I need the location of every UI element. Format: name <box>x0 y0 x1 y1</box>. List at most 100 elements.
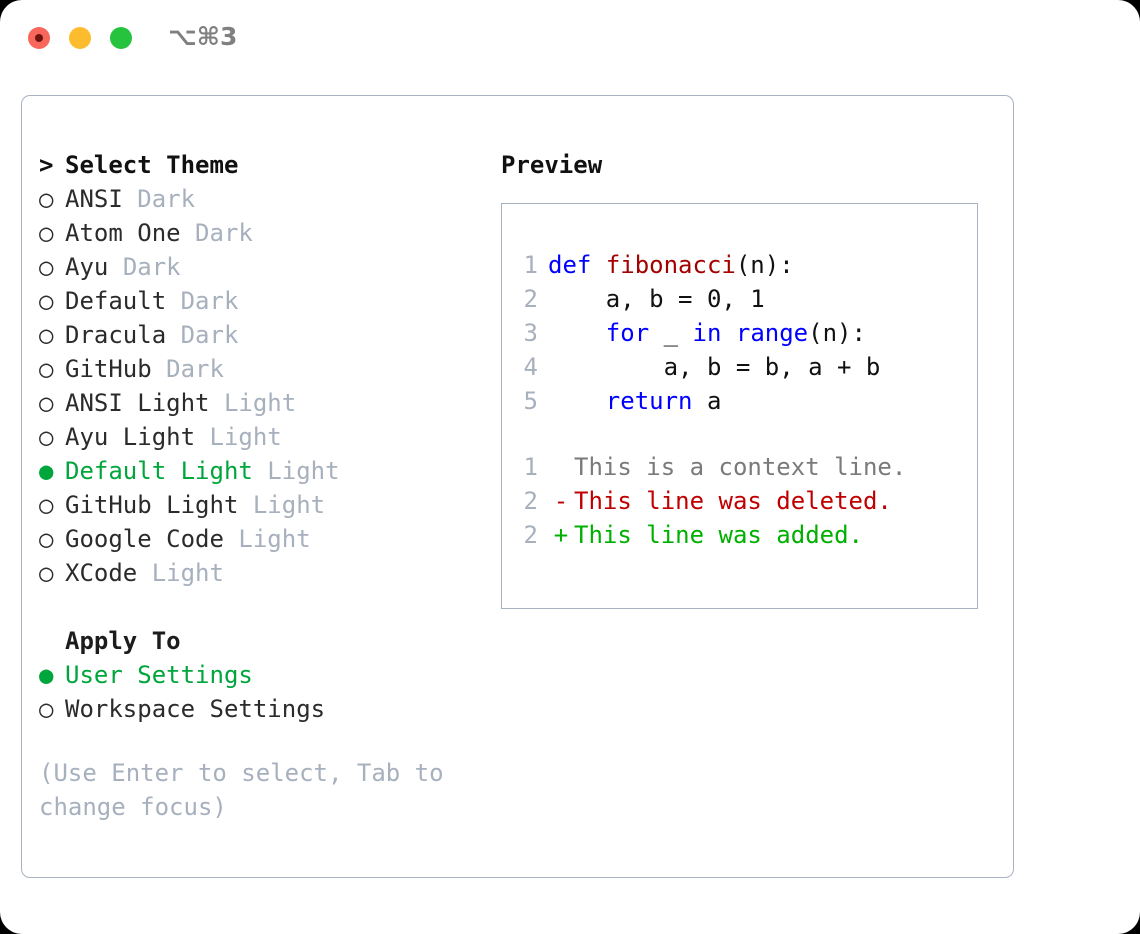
theme-name: GitHub <box>65 355 152 383</box>
radio-unselected-icon[interactable]: ○ <box>39 491 54 519</box>
diff-line-content: -This line was deleted. <box>538 484 892 518</box>
diff-line-text: This is a context line. <box>574 453 907 481</box>
radio-unselected-icon[interactable]: ○ <box>39 525 54 553</box>
line-number: 5 <box>523 387 538 415</box>
diff-line: 2-This line was deleted. <box>516 484 971 518</box>
theme-list-header: > Select Theme <box>39 148 479 182</box>
theme-list-item[interactable]: ○Ayu Light Light <box>39 420 479 454</box>
code-token-plain: (n): <box>735 251 794 279</box>
radio-unselected-icon[interactable]: ○ <box>39 253 54 281</box>
minimize-button[interactable] <box>69 27 91 49</box>
radio-unselected-icon[interactable]: ○ <box>39 423 54 451</box>
theme-category-label: Light <box>238 525 311 553</box>
code-line: 5 return a <box>516 384 971 418</box>
radio-unselected-icon[interactable]: ○ <box>39 219 54 247</box>
code-token-plain <box>721 319 735 347</box>
maximize-button[interactable] <box>110 27 132 49</box>
theme-name: Atom One <box>65 219 181 247</box>
code-line-text: return a <box>538 384 722 418</box>
code-line: 2 a, b = 0, 1 <box>516 282 971 316</box>
theme-category-label: Dark <box>122 253 181 281</box>
radio-unselected-icon[interactable]: ○ <box>39 355 54 383</box>
theme-list-item[interactable]: ○ Dracula Dark <box>39 318 479 352</box>
prompt-caret-icon: > <box>39 151 54 179</box>
theme-category-label: Dark <box>195 219 253 247</box>
line-number: 2 <box>523 487 538 515</box>
theme-name: XCode <box>65 559 138 587</box>
theme-list-item[interactable]: ○ GitHub Dark <box>39 352 479 386</box>
theme-name: Default Light <box>65 457 253 485</box>
theme-list-item[interactable]: ●Default Light Light <box>39 454 479 488</box>
theme-name-separator <box>166 284 180 318</box>
code-line-text: a, b = 0, 1 <box>538 282 765 316</box>
line-number: 4 <box>523 353 538 381</box>
diff-spacer <box>516 418 971 450</box>
theme-selector: > Select Theme ○ANSI Dark○Atom One Dark○… <box>39 148 479 824</box>
close-button[interactable] <box>28 27 50 49</box>
diff-line: 1 This is a context line. <box>516 450 971 484</box>
theme-name-separator <box>123 182 137 216</box>
theme-list-item[interactable]: ○Google Code Light <box>39 522 479 556</box>
theme-category-label: Light <box>252 491 326 519</box>
theme-name-separator <box>181 216 195 250</box>
theme-list-item[interactable]: ○ ANSI Light Light <box>39 386 479 420</box>
theme-category-label: Dark <box>180 287 239 315</box>
line-number: 3 <box>523 319 538 347</box>
theme-name: Ayu <box>65 253 109 281</box>
theme-name: Dracula <box>65 321 167 349</box>
code-token-plain: a, b = 0, 1 <box>605 285 765 313</box>
radio-unselected-icon[interactable]: ○ <box>39 287 54 315</box>
theme-category-label: Dark <box>180 321 239 349</box>
code-token-kw: return <box>605 387 693 415</box>
theme-list-item[interactable]: ○ Ayu Dark <box>39 250 479 284</box>
theme-name-separator <box>238 488 252 522</box>
title-bar: ⌥⌘3 <box>0 0 1140 78</box>
theme-name: Default <box>65 287 167 315</box>
apply-to-label: Apply To <box>65 627 181 655</box>
theme-category-label: Light <box>223 389 297 417</box>
hint-spacer <box>39 726 479 750</box>
theme-name: ANSI Light <box>65 389 210 417</box>
apply-to-option[interactable]: ● User Settings <box>39 658 479 692</box>
code-token-plain: a, b = b, a + b <box>663 353 881 381</box>
theme-list-item[interactable]: ○XCode Light <box>39 556 479 590</box>
theme-list-item[interactable]: ○ ANSI Dark <box>39 182 479 216</box>
radio-selected-icon[interactable]: ● <box>39 457 54 485</box>
apply-to-option[interactable]: ○Workspace Settings <box>39 692 479 726</box>
theme-name: Ayu Light <box>65 423 196 451</box>
diff-marker-del: - <box>553 487 569 515</box>
code-token-kw: in <box>692 319 722 347</box>
theme-name-separator <box>152 352 166 386</box>
apply-to-option-label: User Settings <box>65 661 253 689</box>
code-token-plain: a <box>692 387 722 415</box>
theme-name-separator <box>253 454 267 488</box>
apply-to-header: Apply To <box>39 624 479 658</box>
diff-line-content: +This line was added. <box>538 518 863 552</box>
code-token-plain: _ <box>649 319 693 347</box>
theme-list-item[interactable]: ○GitHub Light Light <box>39 488 479 522</box>
theme-category-label: Dark <box>166 355 224 383</box>
code-line-text: for _ in range(n): <box>538 316 866 350</box>
radio-selected-icon[interactable]: ● <box>39 661 54 689</box>
radio-unselected-icon[interactable]: ○ <box>39 185 54 213</box>
radio-unselected-icon[interactable]: ○ <box>39 695 54 723</box>
radio-unselected-icon[interactable]: ○ <box>39 321 54 349</box>
line-number: 2 <box>523 285 538 313</box>
list-spacer <box>39 590 479 624</box>
theme-name-separator <box>224 522 238 556</box>
code-line: 3 for _ in range(n): <box>516 316 971 350</box>
radio-unselected-icon[interactable]: ○ <box>39 559 54 587</box>
diff-marker-add: + <box>553 521 569 549</box>
keyboard-hint: (Use Enter to select, Tab to change focu… <box>39 759 459 821</box>
theme-list-item[interactable]: ○ Default Dark <box>39 284 479 318</box>
preview-title: Preview <box>501 151 603 179</box>
radio-unselected-icon[interactable]: ○ <box>39 389 54 417</box>
theme-category-label: Dark <box>137 185 196 213</box>
theme-name: ANSI <box>65 185 123 213</box>
theme-list-item[interactable]: ○ Atom One Dark <box>39 216 479 250</box>
